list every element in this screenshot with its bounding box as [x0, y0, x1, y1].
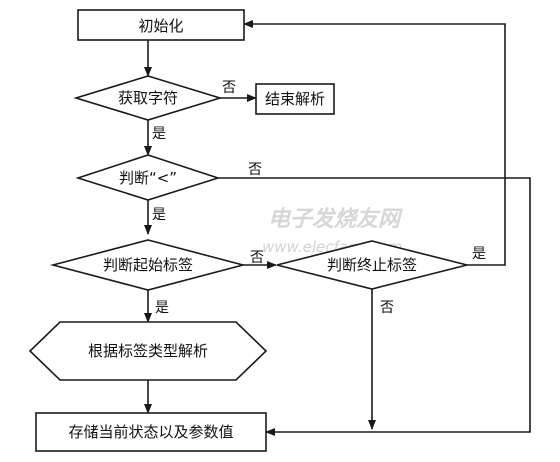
edge-label-no-checklt: 否 [248, 162, 262, 178]
node-check-start-label: 判断起始标签 [103, 256, 193, 274]
edge-label-yes-checkend: 是 [472, 246, 486, 262]
edge-checklt-no-to-store [218, 177, 531, 436]
node-end-parse: 结束解析 [255, 83, 335, 115]
edge-label-no-getchar: 否 [222, 80, 236, 96]
edge-label-yes-getchar: 是 [152, 126, 166, 142]
edge-label-no-checkstart: 否 [250, 250, 264, 266]
node-check-end: 判断终止标签 [276, 240, 468, 290]
edge-label-yes-checkstart: 是 [155, 300, 169, 316]
node-check-lt-label: 判断“<” [119, 169, 177, 187]
node-end-parse-label: 结束解析 [265, 90, 325, 108]
node-store: 存储当前状态以及参数值 [35, 412, 267, 452]
edge-label-no-checkend: 否 [380, 300, 394, 316]
watermark-cn: 电子发烧友网 [268, 206, 403, 232]
node-init: 初始化 [77, 9, 245, 41]
node-check-lt: 判断“<” [75, 154, 221, 201]
edge-checkend-yes-to-init [243, 20, 506, 266]
node-parse-by-type: 根据标签类型解析 [28, 321, 268, 381]
connectors [144, 20, 531, 436]
edge-label-yes-checklt: 是 [152, 207, 166, 223]
node-check-end-label: 判断终止标签 [327, 256, 417, 274]
node-get-char: 获取字符 [73, 75, 223, 121]
node-store-label: 存储当前状态以及参数值 [68, 423, 233, 441]
node-init-label: 初始化 [138, 17, 183, 35]
node-check-start: 判断起始标签 [49, 239, 247, 291]
node-parse-by-type-label: 根据标签类型解析 [88, 342, 208, 360]
node-get-char-label: 获取字符 [118, 89, 178, 107]
